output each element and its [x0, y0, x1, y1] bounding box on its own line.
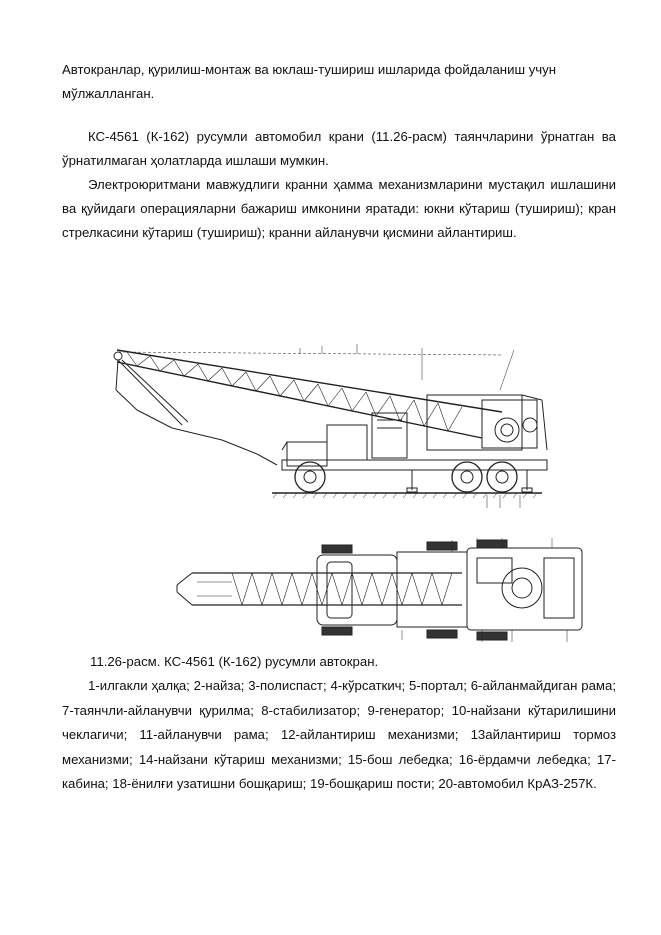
- paragraph-electric-drive: Электроюритмани мавжудлиги кранни ҳамма …: [62, 177, 616, 240]
- crane-drawing-svg: [113, 344, 583, 642]
- paragraph-intro: Автокранлар, қурилиш-монтаж ва юклаш-туш…: [62, 62, 557, 101]
- crane-technical-drawing: [82, 330, 596, 645]
- paragraph-crane-model: КС-4561 (К-162) русумли автомобил крани …: [62, 129, 616, 168]
- figure-legend: 1-илгакли ҳалқа; 2-найза; 3-полиспаст; 4…: [62, 678, 616, 791]
- figure-caption: 11.26-расм. КС-4561 (К-162) русумли авто…: [90, 654, 379, 669]
